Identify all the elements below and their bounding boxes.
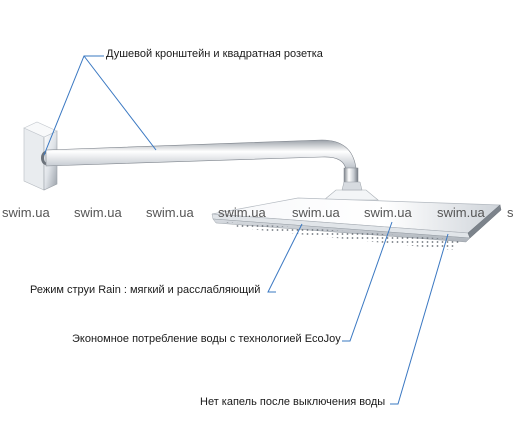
leader-line-ecojoy xyxy=(342,221,393,342)
leader-lines xyxy=(43,55,449,405)
label-rain-mode: Режим струи Rain : мягкий и расслабляющи… xyxy=(30,284,261,296)
watermark: swim.ua xyxy=(437,205,485,220)
watermark: swim.ua xyxy=(2,205,50,220)
leader-line-no-drip xyxy=(390,233,449,405)
leader-line-bracket-arm xyxy=(83,55,157,151)
watermark-fragment: s xyxy=(507,205,514,220)
label-no-drip: Нет капель после выключения воды xyxy=(200,396,386,408)
label-ecojoy: Экономное потребление воды с технологией… xyxy=(72,333,341,345)
watermark: swim.ua xyxy=(292,205,340,220)
watermark: swim.ua xyxy=(74,205,122,220)
watermark: swim.ua xyxy=(146,205,194,220)
shower-arm xyxy=(45,139,379,201)
label-bracket: Душевой кронштейн и квадратная розетка xyxy=(106,48,323,60)
head-shower xyxy=(211,197,502,250)
watermark: swim.ua xyxy=(218,205,266,220)
leader-line-rain xyxy=(267,223,303,293)
watermark: swim.ua xyxy=(364,205,412,220)
